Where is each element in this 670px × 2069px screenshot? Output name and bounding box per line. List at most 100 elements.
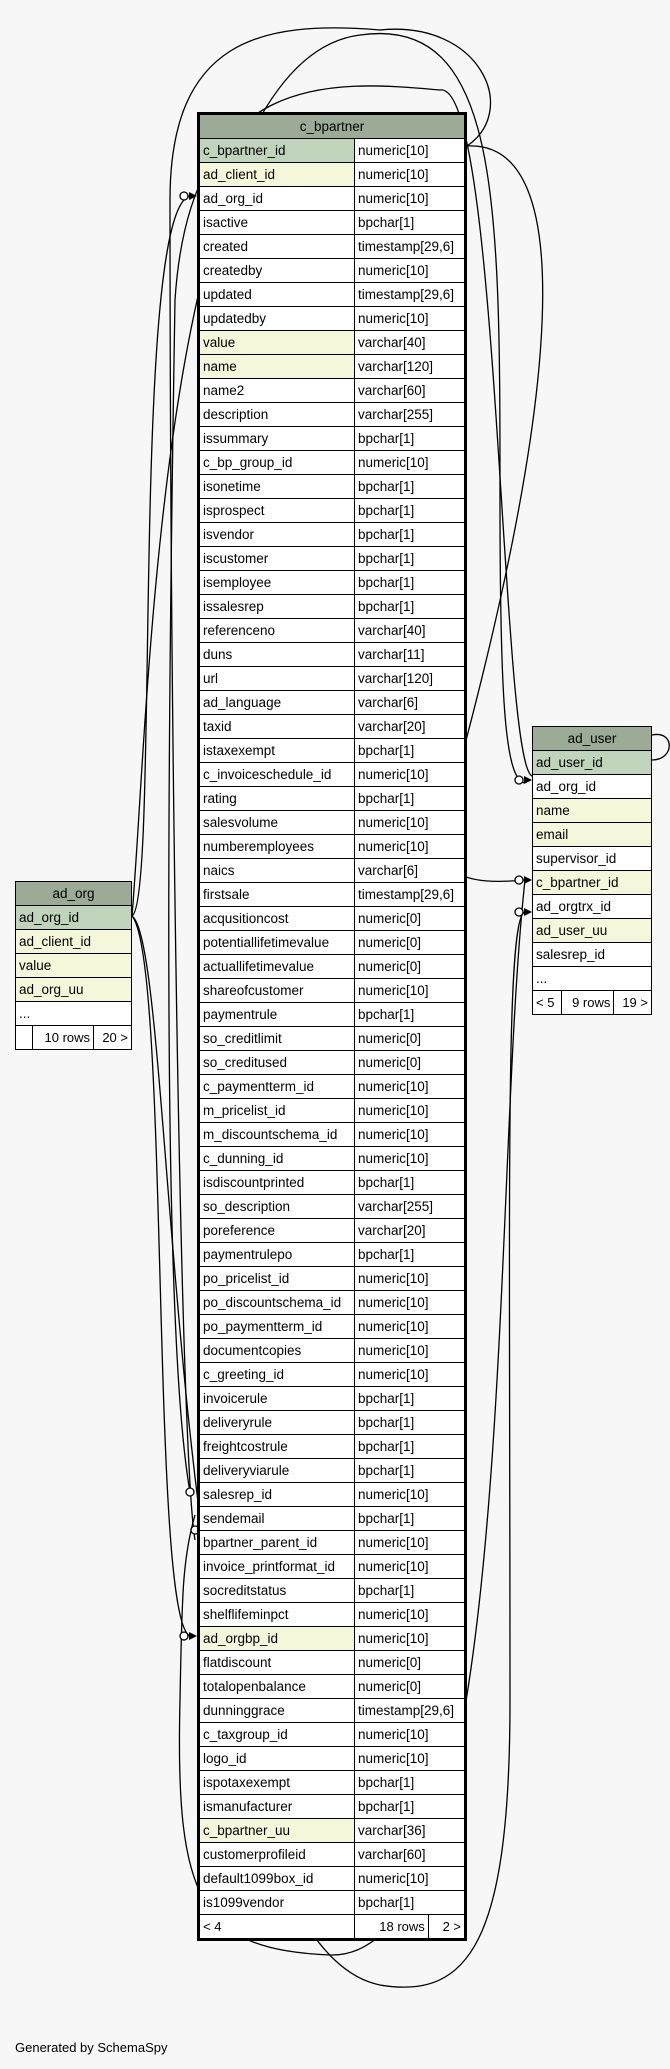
column-type: bpchar[1] — [354, 498, 466, 523]
column-type: numeric[10] — [354, 306, 466, 331]
edge-arrowhead — [189, 192, 197, 200]
children-link[interactable]: 19 > — [613, 990, 652, 1015]
column-name: acqusitioncost — [198, 906, 355, 931]
column-name: sendemail — [198, 1506, 355, 1531]
column-name: freightcostrule — [198, 1434, 355, 1459]
table-title[interactable]: c_bpartner — [198, 113, 466, 139]
column-type: bpchar[1] — [354, 210, 466, 235]
column-name: default1099box_id — [198, 1866, 355, 1891]
column-type: numeric[10] — [354, 1074, 466, 1099]
column-name: shelflifeminpct — [198, 1602, 355, 1627]
column-type: numeric[10] — [354, 1098, 466, 1123]
column-name: name — [198, 354, 355, 379]
column-type: bpchar[1] — [354, 1770, 466, 1795]
column-type: timestamp[29,6] — [354, 282, 466, 307]
column-type: bpchar[1] — [354, 1002, 466, 1027]
row-count: 10 rows — [31, 1025, 95, 1050]
parents-link[interactable] — [15, 1025, 33, 1050]
column-type: bpchar[1] — [354, 522, 466, 547]
table-row: c_bpartner_id — [532, 870, 652, 895]
children-link[interactable]: 20 > — [93, 1025, 132, 1050]
table-row: supervisor_id — [532, 846, 652, 871]
column-type: bpchar[1] — [354, 594, 466, 619]
column-type: bpchar[1] — [354, 546, 466, 571]
column-name: issalesrep — [198, 594, 355, 619]
table-row: ad_org_id — [532, 774, 652, 799]
column-name: c_bpartner_uu — [198, 1818, 355, 1843]
table-row: ... — [15, 1001, 132, 1026]
table-row: ... — [532, 966, 652, 991]
column-type: numeric[10] — [354, 1722, 466, 1747]
table-row: ad_orgtrx_id — [532, 894, 652, 919]
column-type: numeric[0] — [354, 1650, 466, 1675]
column-name: url — [198, 666, 355, 691]
column-type: numeric[10] — [354, 186, 466, 211]
column-type: numeric[10] — [354, 1362, 466, 1387]
column-name: referenceno — [198, 618, 355, 643]
column-type: numeric[10] — [354, 1746, 466, 1771]
column-name: socreditstatus — [198, 1578, 355, 1603]
table-row: ad_org_uu — [15, 977, 132, 1002]
edge-bpartner-parent — [169, 27, 492, 1541]
column-name: so_creditlimit — [198, 1026, 355, 1051]
column-name: deliveryrule — [198, 1410, 355, 1435]
column-type: varchar[40] — [354, 330, 466, 355]
column-type: numeric[0] — [354, 1050, 466, 1075]
column-type: numeric[10] — [354, 1602, 466, 1627]
table-title[interactable]: ad_user — [532, 726, 652, 751]
column-type: bpchar[1] — [354, 570, 466, 595]
parents-link[interactable]: < 4 — [198, 1914, 355, 1940]
edge-aduser-adorg — [131, 32, 526, 917]
column-name: shareofcustomer — [198, 978, 355, 1003]
column-name: dunninggrace — [198, 1698, 355, 1723]
column-type: varchar[255] — [354, 402, 466, 427]
column-name: ad_org_id — [198, 186, 355, 211]
column-name: description — [198, 402, 355, 427]
column-name: ... — [532, 966, 652, 991]
table-footer: < 5 9 rows 19 > — [531, 990, 652, 1015]
column-type: numeric[10] — [354, 1554, 466, 1579]
column-name: totalopenbalance — [198, 1674, 355, 1699]
column-name: c_invoiceschedule_id — [198, 762, 355, 787]
edge-aduser-self — [651, 733, 670, 761]
column-type: bpchar[1] — [354, 1890, 466, 1915]
table-title[interactable]: ad_org — [15, 881, 132, 906]
column-name: numberemployees — [198, 834, 355, 859]
column-type: bpchar[1] — [354, 1506, 466, 1531]
column-name: istaxexempt — [198, 738, 355, 763]
column-name: is1099vendor — [198, 1890, 355, 1915]
parents-link[interactable]: < 5 — [531, 990, 563, 1015]
children-link[interactable]: 2 > — [427, 1914, 467, 1940]
